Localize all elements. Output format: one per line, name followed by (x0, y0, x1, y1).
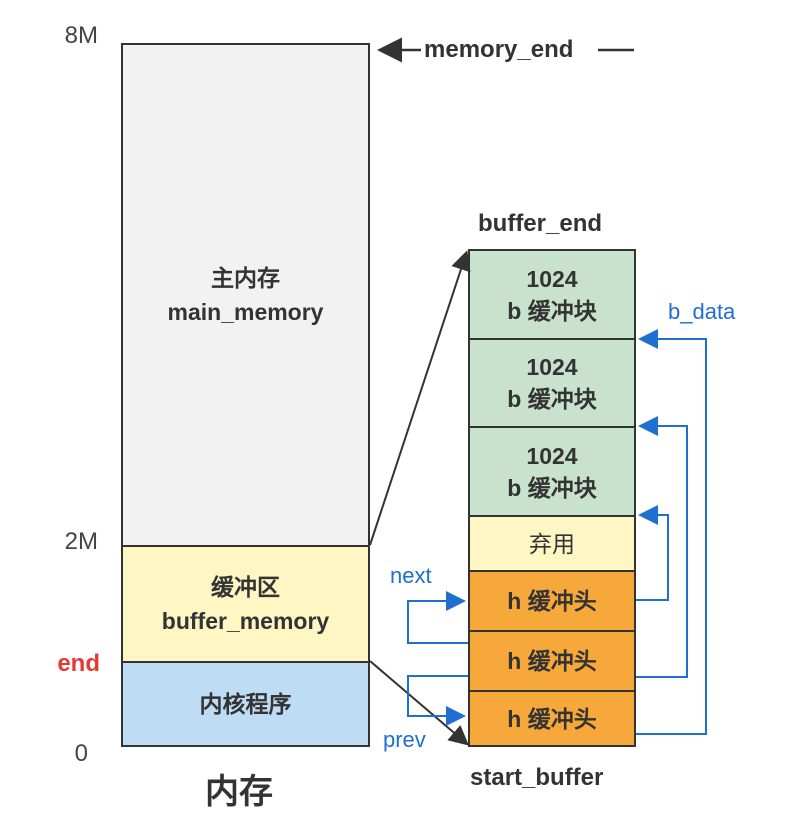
buffer-block-size: 1024 (526, 265, 578, 292)
b-data-arrow (636, 416, 688, 678)
buffer-end-zoom-arrow (369, 250, 471, 546)
unused-label: 弃用 (529, 530, 575, 557)
buffer-head-label: h 缓冲头 (507, 705, 597, 732)
b-data-label: b_data (668, 299, 736, 324)
main-memory-label-en: main_memory (167, 299, 324, 325)
unused-block: 弃用 (468, 515, 636, 572)
buffer-memory-label-en: buffer_memory (161, 608, 330, 634)
tick-2m: 2M (64, 528, 98, 555)
buffer-block: 1024 b 缓冲块 (468, 426, 636, 517)
b-data-arrow (636, 329, 707, 735)
buffer-head: h 缓冲头 (468, 630, 636, 692)
next-label: next (390, 563, 432, 588)
buffer-block-label: b 缓冲块 (507, 386, 597, 412)
buffer-block-label: b 缓冲块 (507, 297, 597, 324)
start-buffer-zoom-arrow (369, 660, 470, 746)
main-memory-region: 主内存 main_memory (121, 43, 370, 547)
tick-8m: 8M (64, 22, 98, 49)
main-memory-label-cn: 主内存 (211, 265, 280, 291)
buffer-head-label: h 缓冲头 (507, 648, 597, 674)
buffer-block-label: b 缓冲块 (507, 474, 597, 501)
next-pointer-arrow (407, 591, 468, 644)
buffer-block: 1024 b 缓冲块 (468, 338, 636, 428)
buffer-head: h 缓冲头 (468, 690, 636, 747)
buffer-end-label: buffer_end (478, 210, 603, 237)
prev-pointer-arrow (407, 675, 468, 726)
tick-zero: 0 (74, 740, 88, 767)
tick-end: end (57, 650, 100, 677)
memory-caption: 内存 (205, 773, 273, 811)
buffer-block-size: 1024 (526, 354, 578, 380)
start-buffer-label: start_buffer (470, 764, 604, 791)
kernel-region: 内核程序 (121, 661, 370, 747)
buffer-head-label: h 缓冲头 (507, 588, 597, 614)
memory-end-label: memory_end (424, 36, 574, 63)
buffer-block-size: 1024 (526, 442, 578, 469)
buffer-memory-label-cn: 缓冲区 (211, 574, 280, 600)
prev-label: prev (383, 727, 426, 752)
b-data-arrow (636, 505, 669, 601)
kernel-label: 内核程序 (199, 691, 292, 717)
buffer-block: 1024 b 缓冲块 (468, 249, 636, 340)
buffer-memory-region: 缓冲区 buffer_memory (121, 545, 370, 663)
